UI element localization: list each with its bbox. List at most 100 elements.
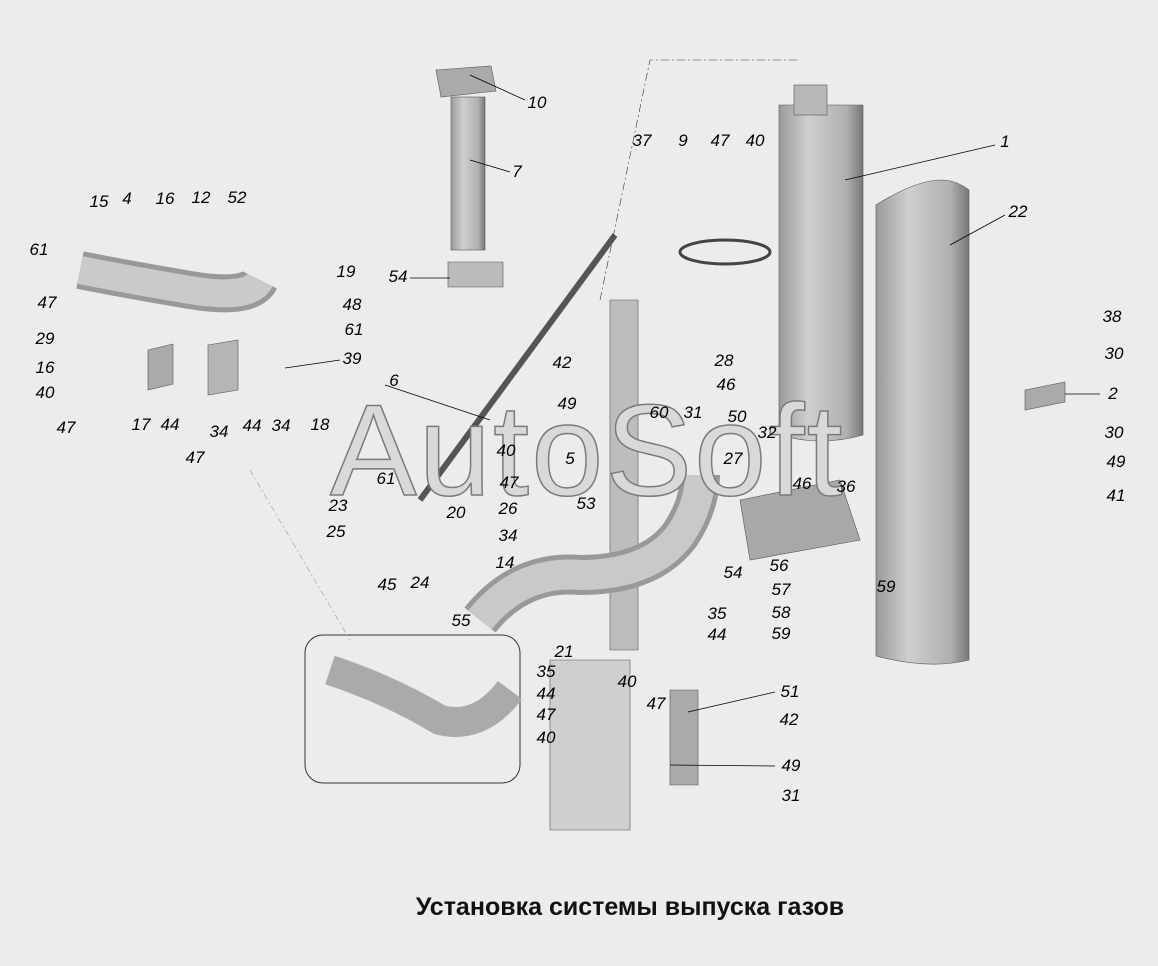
- callout-56[interactable]: 56: [769, 556, 789, 575]
- callout-57[interactable]: 57: [771, 580, 791, 599]
- callout-59[interactable]: 59: [876, 577, 896, 596]
- callout-2[interactable]: 2: [1108, 384, 1118, 403]
- callout-39[interactable]: 39: [342, 349, 362, 368]
- callout-19[interactable]: 19: [336, 262, 356, 281]
- callout-6[interactable]: 6: [389, 371, 399, 390]
- dashdot-line: [249, 469, 351, 641]
- callout-15[interactable]: 15: [89, 192, 109, 211]
- callout-14[interactable]: 14: [495, 553, 515, 572]
- callout-9[interactable]: 9: [678, 131, 688, 150]
- callout-35[interactable]: 35: [707, 604, 727, 623]
- muffler-outlet: [793, 84, 828, 116]
- callout-44[interactable]: 44: [536, 684, 556, 703]
- clamp-lower: [447, 261, 504, 288]
- heat-shield: [875, 179, 970, 665]
- mesh-guard: [739, 479, 861, 561]
- callout-59[interactable]: 59: [771, 624, 791, 643]
- callout-16[interactable]: 16: [155, 189, 175, 208]
- callout-42[interactable]: 42: [779, 710, 799, 729]
- flex-pipe-inner: [77, 256, 273, 308]
- callout-47[interactable]: 47: [646, 694, 666, 713]
- callout-40[interactable]: 40: [536, 728, 556, 747]
- callout-17[interactable]: 17: [131, 415, 151, 434]
- callout-34[interactable]: 34: [498, 526, 518, 545]
- callout-27[interactable]: 27: [723, 449, 743, 468]
- exhaust-tail-pipe: [450, 96, 486, 251]
- callout-49[interactable]: 49: [557, 394, 577, 413]
- callout-35[interactable]: 35: [536, 662, 556, 681]
- right-bracket: [1024, 381, 1066, 411]
- callout-18[interactable]: 18: [310, 415, 330, 434]
- callout-48[interactable]: 48: [342, 295, 362, 314]
- inset-pipe: [325, 655, 522, 737]
- callout-42[interactable]: 42: [552, 353, 572, 372]
- callout-54[interactable]: 54: [723, 563, 743, 582]
- callout-16[interactable]: 16: [35, 358, 55, 377]
- callout-38[interactable]: 38: [1102, 307, 1122, 326]
- callout-7[interactable]: 7: [512, 162, 522, 181]
- callout-40[interactable]: 40: [617, 672, 637, 691]
- detail-inset: [304, 634, 521, 784]
- callout-36[interactable]: 36: [836, 477, 856, 496]
- callout-30[interactable]: 30: [1104, 423, 1124, 442]
- callout-20[interactable]: 20: [446, 503, 466, 522]
- callout-30[interactable]: 30: [1104, 344, 1124, 363]
- callout-44[interactable]: 44: [160, 415, 180, 434]
- callout-47[interactable]: 47: [536, 705, 556, 724]
- callout-49[interactable]: 49: [781, 756, 801, 775]
- callout-47[interactable]: 47: [710, 131, 730, 150]
- callout-29[interactable]: 29: [35, 329, 55, 348]
- callout-47[interactable]: 47: [56, 418, 76, 437]
- callout-22[interactable]: 22: [1008, 202, 1028, 221]
- callout-53[interactable]: 53: [576, 494, 596, 513]
- callout-21[interactable]: 21: [554, 642, 574, 661]
- callout-47[interactable]: 47: [499, 473, 519, 492]
- callout-40[interactable]: 40: [745, 131, 765, 150]
- callout-26[interactable]: 26: [498, 499, 518, 518]
- callout-52[interactable]: 52: [227, 188, 247, 207]
- callout-40[interactable]: 40: [35, 383, 55, 402]
- callout-51[interactable]: 51: [780, 682, 800, 701]
- callout-45[interactable]: 45: [377, 575, 397, 594]
- callout-31[interactable]: 31: [683, 403, 703, 422]
- callout-32[interactable]: 32: [757, 423, 777, 442]
- callout-4[interactable]: 4: [122, 189, 132, 208]
- callout-47[interactable]: 47: [37, 293, 57, 312]
- callout-47[interactable]: 47: [185, 448, 205, 467]
- callout-44[interactable]: 44: [242, 416, 262, 435]
- callout-60[interactable]: 60: [649, 403, 669, 422]
- callout-54[interactable]: 54: [388, 267, 408, 286]
- muffler-clamp: [678, 238, 772, 266]
- callout-1[interactable]: 1: [1000, 132, 1010, 151]
- watermark: AutoSoft: [329, 376, 845, 524]
- callout-55[interactable]: 55: [451, 611, 471, 630]
- callout-24[interactable]: 24: [410, 573, 430, 592]
- tie-rod: [417, 233, 618, 502]
- front-pipe-inner: [468, 474, 715, 630]
- callout-58[interactable]: 58: [771, 603, 791, 622]
- callout-34[interactable]: 34: [209, 422, 229, 441]
- callout-50[interactable]: 50: [727, 407, 747, 426]
- bracket-18: [207, 339, 239, 396]
- pipe-bracket-top: [435, 65, 497, 98]
- bracket-plate: [549, 659, 631, 831]
- callout-23[interactable]: 23: [328, 496, 348, 515]
- callout-5[interactable]: 5: [565, 449, 575, 468]
- callout-41[interactable]: 41: [1106, 486, 1126, 505]
- callout-12[interactable]: 12: [191, 188, 211, 207]
- callout-31[interactable]: 31: [781, 786, 801, 805]
- callout-44[interactable]: 44: [707, 625, 727, 644]
- callout-40[interactable]: 40: [496, 441, 516, 460]
- callout-46[interactable]: 46: [716, 375, 736, 394]
- callout-34[interactable]: 34: [271, 416, 291, 435]
- callout-61[interactable]: 61: [376, 469, 396, 488]
- callout-61[interactable]: 61: [29, 240, 49, 259]
- callout-10[interactable]: 10: [527, 93, 547, 112]
- callout-37[interactable]: 37: [632, 131, 652, 150]
- callout-46[interactable]: 46: [792, 474, 812, 493]
- callout-28[interactable]: 28: [714, 351, 734, 370]
- callout-49[interactable]: 49: [1106, 452, 1126, 471]
- callout-25[interactable]: 25: [326, 522, 346, 541]
- callout-61[interactable]: 61: [344, 320, 364, 339]
